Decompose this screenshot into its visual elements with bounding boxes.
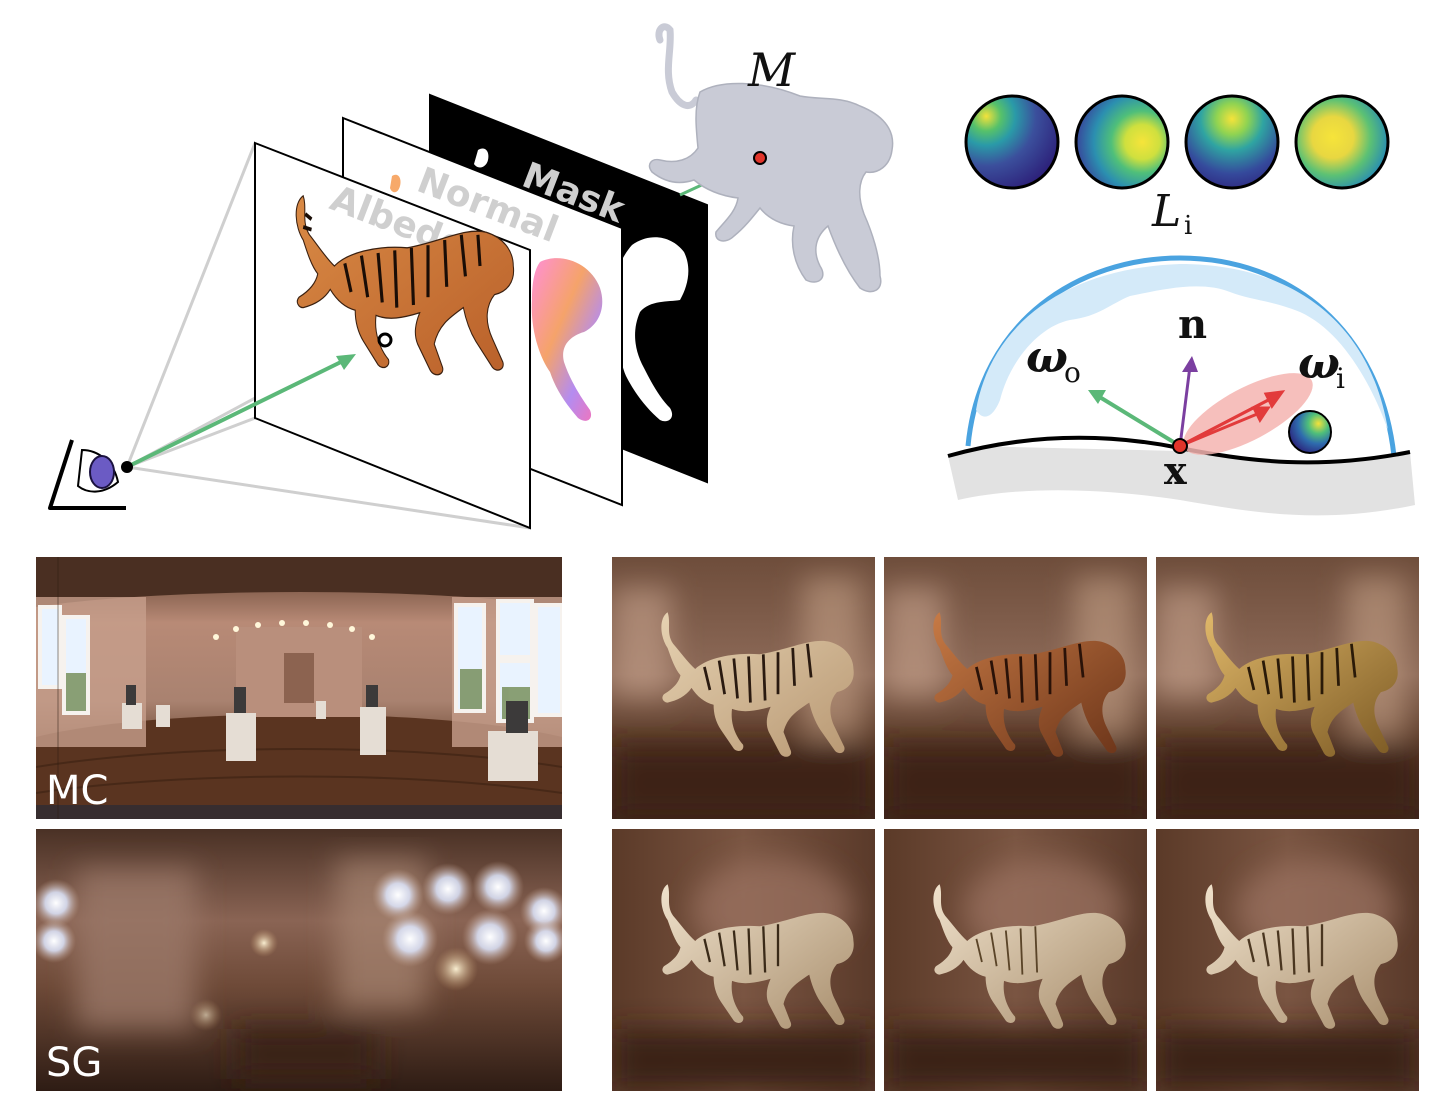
mesh-tiger: M	[648, 23, 894, 293]
incident-rays	[1179, 390, 1286, 448]
surface-point-marker	[377, 332, 393, 348]
camera-ray-arrowhead	[336, 354, 356, 370]
omega-in-subscript: i	[1336, 362, 1345, 395]
omega-in-symbol: ω	[1298, 338, 1340, 389]
env-map-sg: SG	[36, 829, 562, 1091]
env-map-mc: MC	[36, 557, 562, 819]
light-symbol: L i	[1151, 186, 1192, 241]
render-row2-col2	[884, 829, 1147, 1091]
albedo-tiger	[295, 195, 515, 376]
normal-arrow	[1178, 365, 1192, 447]
render-row2-col3	[1156, 829, 1419, 1091]
shading-point	[1172, 438, 1188, 454]
render-row1-col2	[884, 557, 1147, 819]
camera-ray	[126, 358, 346, 469]
light-symbol-sub: i	[1184, 211, 1192, 241]
light-symbol-L: L	[1151, 186, 1181, 237]
sg-sphere-4	[1294, 94, 1390, 190]
pipeline-diagram: Mask Normal Albedo	[48, 23, 894, 530]
outgoing-arrowhead	[1088, 390, 1106, 404]
omega-out-symbol: ω	[1026, 332, 1068, 383]
ground-surface	[948, 437, 1415, 516]
render-row1-col1	[612, 557, 875, 819]
omega-out-label: ω o	[1026, 332, 1081, 389]
render-grid	[612, 557, 1419, 1091]
outgoing-arrow	[1096, 394, 1182, 448]
sg-sphere-2	[1074, 94, 1170, 190]
render-row1-col3	[1156, 557, 1419, 819]
env-map-mc-label: MC	[46, 768, 108, 814]
omega-out-subscript: o	[1064, 356, 1081, 389]
small-sg-sphere	[1288, 410, 1332, 454]
sky-band	[976, 264, 1388, 430]
eye-icon	[48, 439, 133, 510]
mesh-intersection-point	[753, 151, 767, 165]
env-map-sg-label: SG	[46, 1040, 102, 1086]
mesh-symbol: M	[747, 43, 797, 97]
sg-spheres	[964, 94, 1390, 190]
normal-label-n: n	[1178, 301, 1207, 348]
normal-arrowhead	[1182, 356, 1198, 372]
sg-sphere-1	[964, 94, 1060, 190]
sg-sphere-3	[1184, 94, 1280, 190]
point-label-x: x	[1164, 448, 1187, 493]
omega-in-label: ω i	[1298, 338, 1345, 395]
render-row2-col1	[612, 829, 875, 1091]
lighting-diagram: L i n ω o ω i	[947, 94, 1415, 516]
